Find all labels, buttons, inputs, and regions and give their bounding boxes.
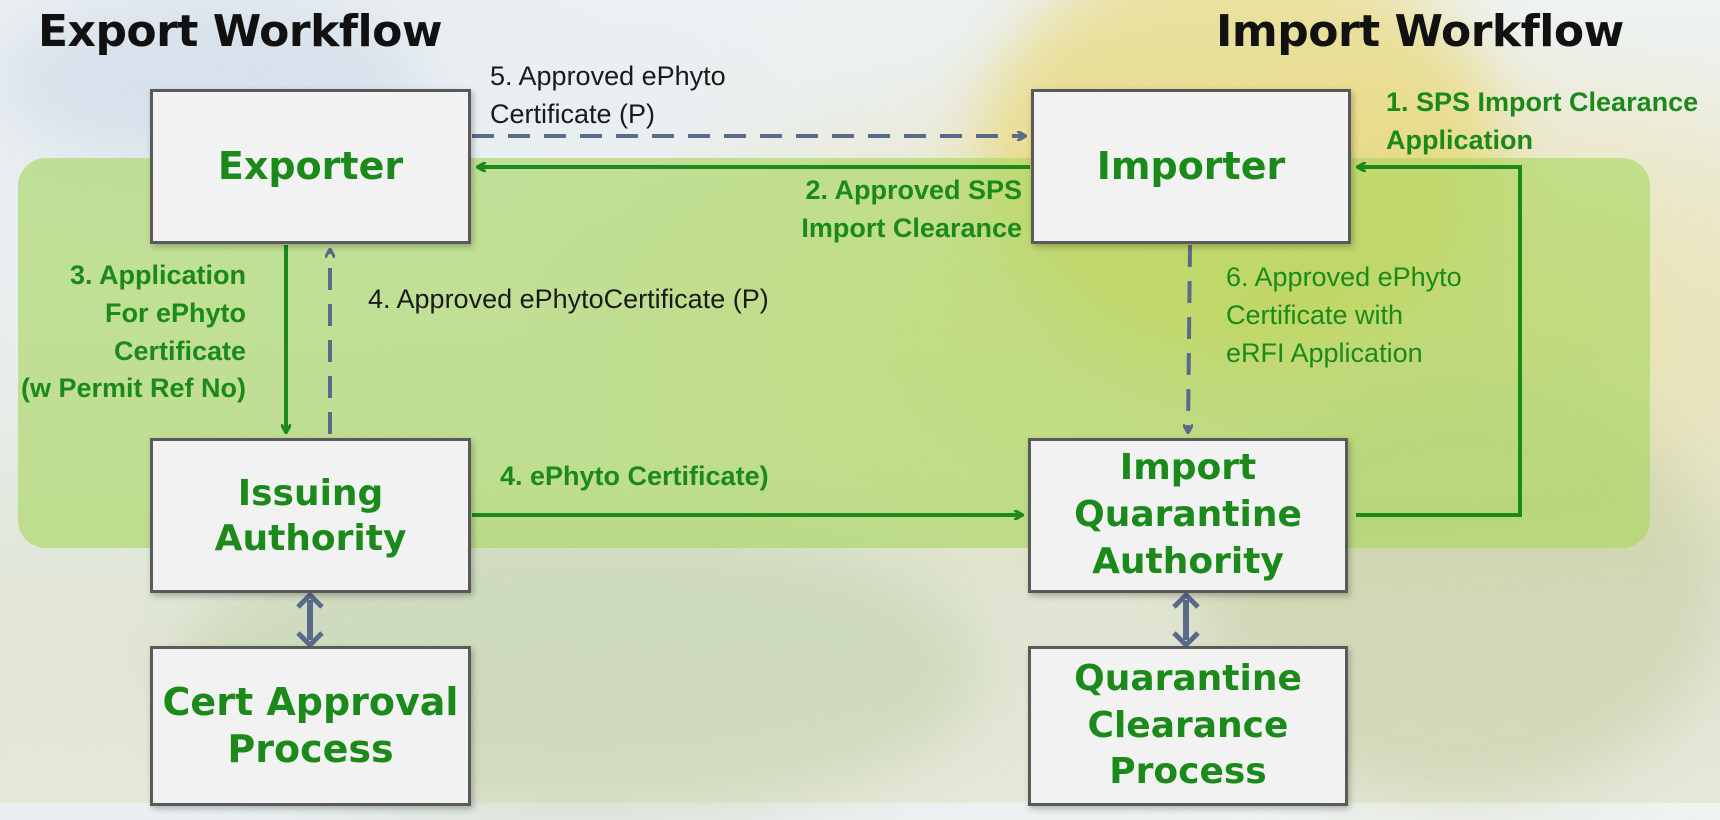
cert-approval-process-box: Cert Approval Process	[150, 646, 471, 806]
iqa-label-line: Import	[1119, 447, 1257, 489]
workflow-arrows	[0, 0, 1522, 649]
import-quarantine-authority-box: Import Quarantine Authority	[1028, 438, 1348, 593]
importer-label: Importer	[1096, 143, 1286, 188]
step4-approved-label: 4. Approved ePhytoCertificate (P)	[368, 284, 769, 314]
exporter-box: Exporter	[150, 89, 471, 244]
arrow-step1	[1356, 167, 1522, 517]
step2-label: 2. Approved SPS Import Clearance	[801, 175, 1022, 243]
step5-label: 5. Approved ePhyto Certificate (P)	[490, 61, 726, 129]
arrow-step6	[1188, 244, 1190, 432]
issuing-authority-label-line: Authority	[214, 517, 407, 559]
step1-label: 1. SPS Import Clearance Application	[1386, 87, 1699, 155]
quarantine-clearance-process-box: Quarantine Clearance Process	[1028, 646, 1348, 806]
exporter-label: Exporter	[217, 143, 404, 188]
connector-iqa-clearance	[1172, 591, 1200, 649]
export-workflow-heading: Export Workflow	[38, 6, 442, 57]
qcp-label-line: Quarantine	[1074, 657, 1302, 699]
qcp-label-line: Process	[1109, 751, 1267, 793]
step4-ephyto-label: 4. ePhyto Certificate)	[500, 461, 769, 491]
iqa-label-line: Quarantine	[1074, 494, 1302, 536]
cert-approval-label-line: Cert Approval	[162, 679, 459, 724]
import-workflow-heading: Import Workflow	[1216, 6, 1624, 57]
step6-label: 6. Approved ePhyto Certificate with eRFI…	[1226, 262, 1462, 368]
step3-label: 3. Application For ePhyto Certificate (w…	[20, 260, 246, 404]
iqa-label-line: Authority	[1092, 540, 1284, 582]
cert-approval-label-line: Process	[227, 727, 394, 771]
connector-issuing-certapproval	[296, 591, 324, 649]
qcp-label-line: Clearance	[1087, 704, 1289, 746]
issuing-authority-box: Issuing Authority	[150, 438, 471, 593]
issuing-authority-label-line: Issuing	[237, 472, 384, 514]
importer-box: Importer	[1031, 89, 1351, 244]
